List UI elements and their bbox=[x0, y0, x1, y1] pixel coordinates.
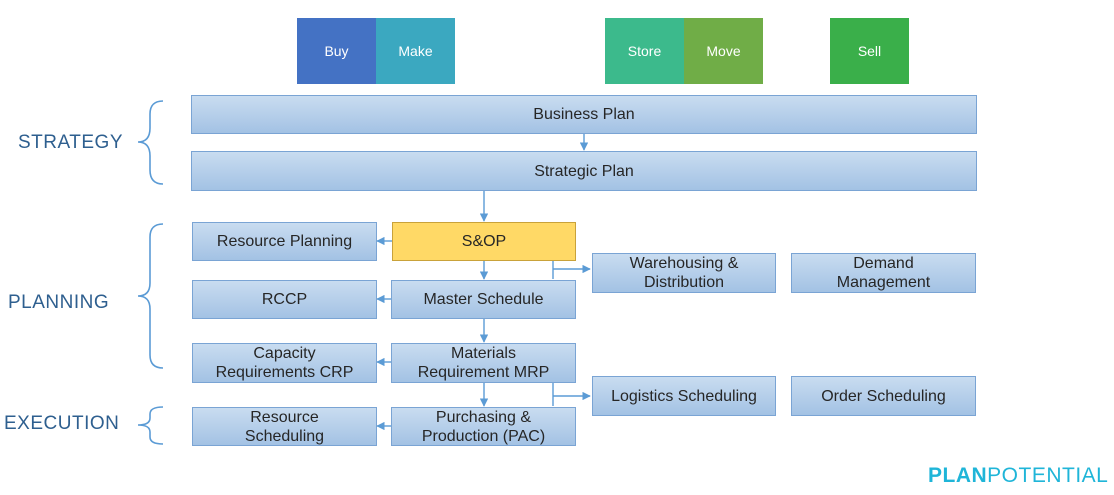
box-order-scheduling: Order Scheduling bbox=[791, 376, 976, 416]
tile-sell-label: Sell bbox=[857, 43, 882, 59]
box-purchasing-production-pac: Purchasing & Production (PAC) bbox=[391, 407, 576, 446]
brand-logo: PLANPOTENTIAL bbox=[928, 464, 1108, 488]
brand-logo-part1: PLAN bbox=[928, 464, 988, 487]
phase-execution-label: EXECUTION bbox=[4, 413, 120, 434]
tile-move-label: Move bbox=[706, 43, 741, 59]
tile-make-label: Make bbox=[398, 43, 433, 59]
box-materials-requirement-mrp: Materials Requirement MRP bbox=[391, 343, 576, 383]
box-capacity-requirements-crp: Capacity Requirements CRP bbox=[192, 343, 377, 383]
connectors bbox=[376, 134, 591, 431]
tile-buy-label: Buy bbox=[324, 43, 349, 59]
box-resource-planning: Resource Planning bbox=[192, 222, 377, 261]
phase-strategy-label: STRATEGY bbox=[18, 132, 123, 153]
box-warehousing-distribution: Warehousing & Distribution bbox=[592, 253, 776, 293]
phase-planning-label: PLANNING bbox=[8, 292, 110, 313]
bracket-strategy bbox=[137, 100, 164, 185]
box-strategic-plan: Strategic Plan bbox=[191, 151, 977, 191]
tile-store-label: Store bbox=[627, 43, 662, 59]
bracket-execution bbox=[137, 406, 164, 445]
tile-make: Make bbox=[376, 18, 455, 84]
box-logistics-scheduling: Logistics Scheduling bbox=[592, 376, 776, 416]
tile-store: Store bbox=[605, 18, 684, 84]
tile-sell: Sell bbox=[830, 18, 909, 84]
brand-logo-part2: POTENTIAL bbox=[987, 464, 1109, 487]
box-resource-scheduling: Resource Scheduling bbox=[192, 407, 377, 446]
box-master-schedule: Master Schedule bbox=[391, 280, 576, 319]
box-demand-management: Demand Management bbox=[791, 253, 976, 293]
box-business-plan: Business Plan bbox=[191, 95, 977, 134]
tile-move: Move bbox=[684, 18, 763, 84]
box-rccp: RCCP bbox=[192, 280, 377, 319]
box-sop: S&OP bbox=[392, 222, 576, 261]
phase-brackets bbox=[137, 100, 164, 445]
tile-buy: Buy bbox=[297, 18, 376, 84]
bracket-planning bbox=[137, 223, 164, 369]
